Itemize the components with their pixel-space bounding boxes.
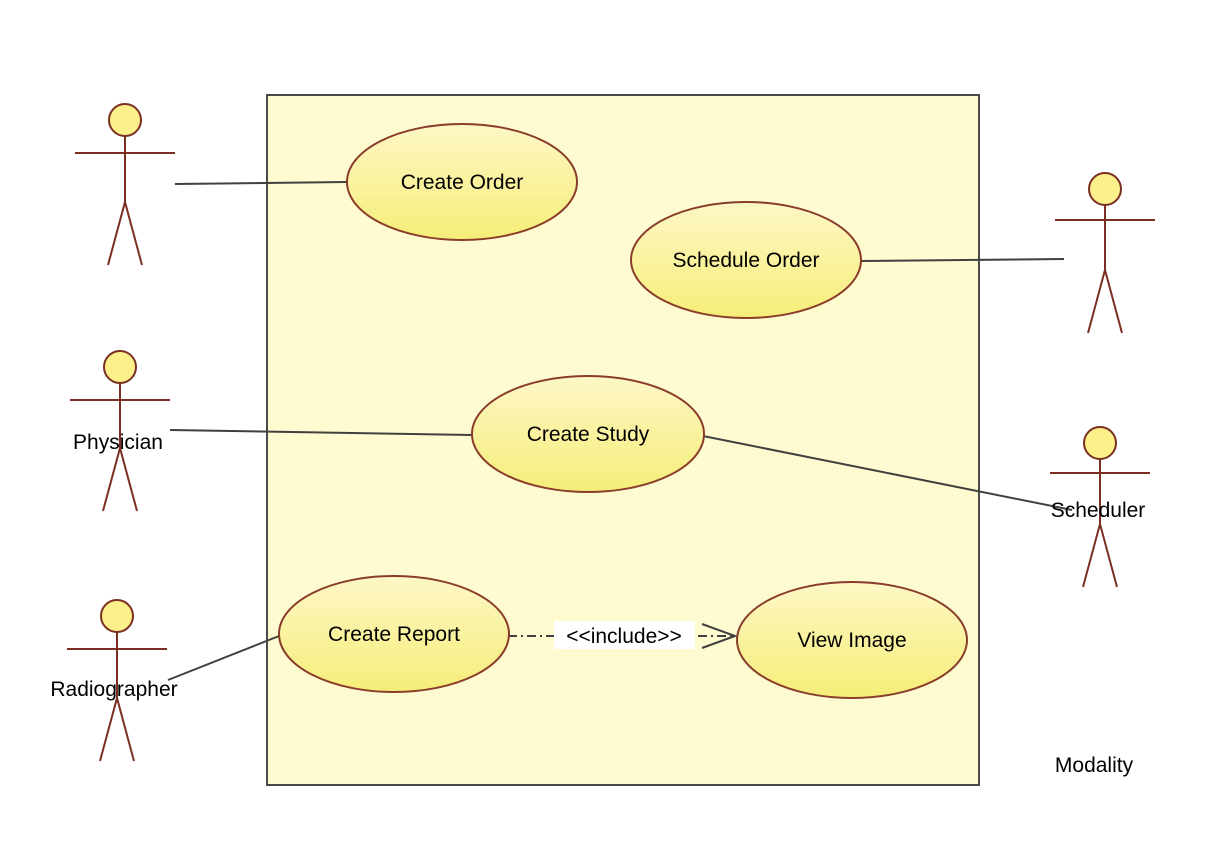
use-case-label: View Image — [797, 629, 906, 652]
association-radiographer-create-report[interactable] — [167, 635, 280, 681]
use-case-create-study[interactable]: Create Study — [471, 375, 705, 493]
use-case-label: Create Report — [328, 623, 460, 646]
association-physician-create-study[interactable] — [169, 429, 473, 436]
actor-top-left[interactable] — [75, 103, 175, 266]
actor-physician[interactable]: Physician — [70, 350, 170, 512]
connectors — [167, 181, 1073, 681]
association-scheduler-create-study[interactable] — [702, 435, 1073, 511]
actor-icon — [100, 599, 134, 633]
actor-radiographer[interactable]: Radiographer — [50, 599, 178, 762]
association-actor-create-order[interactable] — [174, 181, 348, 185]
actor-label: Physician — [73, 431, 163, 454]
use-case-schedule-order[interactable]: Schedule Order — [630, 201, 862, 319]
use-case-label: Create Order — [401, 171, 524, 194]
include-arrowhead-icon — [701, 623, 738, 649]
use-case-view-image[interactable]: View Image — [736, 581, 968, 699]
actor-icon — [108, 103, 142, 137]
use-case-create-order[interactable]: Create Order — [346, 123, 578, 241]
actor-scheduler[interactable]: Scheduler — [1050, 426, 1150, 588]
include-label-background — [554, 621, 695, 649]
actor-label: Radiographer — [50, 678, 177, 701]
use-case-label: Create Study — [527, 423, 650, 446]
use-case-create-report[interactable]: Create Report — [278, 575, 510, 693]
association-actor-schedule-order[interactable] — [860, 258, 1065, 262]
include-dependency[interactable]: <<include>> — [508, 621, 738, 649]
actor-icon — [1083, 426, 1117, 460]
actor-icon — [103, 350, 137, 384]
actor-icon — [1088, 172, 1122, 206]
include-label: <<include>> — [566, 625, 682, 648]
modality-label: Modality — [1055, 754, 1134, 777]
actor-top-right[interactable] — [1055, 172, 1155, 334]
use-case-label: Schedule Order — [672, 249, 819, 272]
actor-label: Scheduler — [1051, 499, 1146, 522]
